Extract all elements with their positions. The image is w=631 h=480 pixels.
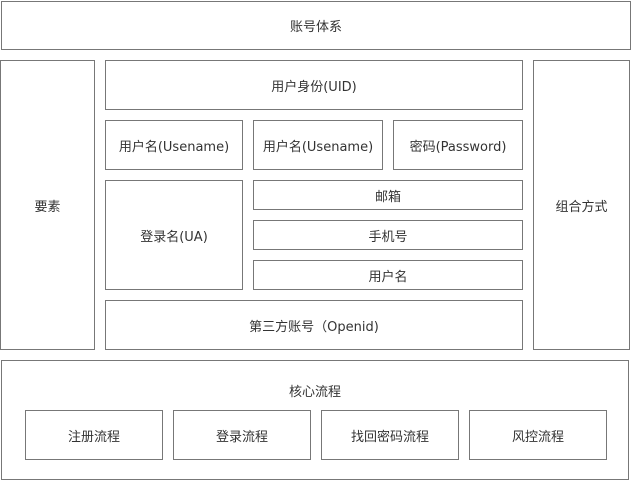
login-flow-box: 登录流程 xyxy=(173,410,311,460)
combination-label: 组合方式 xyxy=(555,199,608,215)
password-label: 密码(Password) xyxy=(409,139,507,155)
email-label: 邮箱 xyxy=(374,189,401,205)
phone-box: 手机号 xyxy=(253,220,523,250)
elements-column: 要素 xyxy=(0,60,95,350)
recover-password-flow-label: 找回密码流程 xyxy=(350,429,429,445)
username-label-1: 用户名(Usename) xyxy=(118,139,230,155)
login-username-label: 用户名 xyxy=(368,269,408,285)
risk-control-flow-box: 风控流程 xyxy=(469,410,607,460)
login-name-box: 登录名(UA) xyxy=(105,180,243,290)
username-box-2: 用户名(Usename) xyxy=(253,120,383,170)
login-username-box: 用户名 xyxy=(253,260,523,290)
login-name-label: 登录名(UA) xyxy=(140,229,208,245)
username-label-2: 用户名(Usename) xyxy=(262,139,374,155)
register-flow-box: 注册流程 xyxy=(25,410,163,460)
password-box: 密码(Password) xyxy=(393,120,523,170)
risk-control-flow-label: 风控流程 xyxy=(511,429,564,445)
account-system-title-box: 账号体系 xyxy=(1,1,631,50)
account-system-title: 账号体系 xyxy=(289,20,342,35)
elements-label: 要素 xyxy=(34,199,61,215)
openid-label: 第三方账号（Openid) xyxy=(249,319,379,335)
uid-box: 用户身份(UID) xyxy=(105,60,523,110)
uid-label: 用户身份(UID) xyxy=(271,79,357,95)
phone-label: 手机号 xyxy=(368,229,408,245)
register-flow-label: 注册流程 xyxy=(67,429,120,445)
openid-box: 第三方账号（Openid) xyxy=(105,300,523,350)
email-box: 邮箱 xyxy=(253,180,523,210)
login-flow-label: 登录流程 xyxy=(215,429,268,445)
core-flows-title: 核心流程 xyxy=(288,385,341,400)
username-box-1: 用户名(Usename) xyxy=(105,120,243,170)
recover-password-flow-box: 找回密码流程 xyxy=(321,410,459,460)
combination-column: 组合方式 xyxy=(533,60,630,350)
